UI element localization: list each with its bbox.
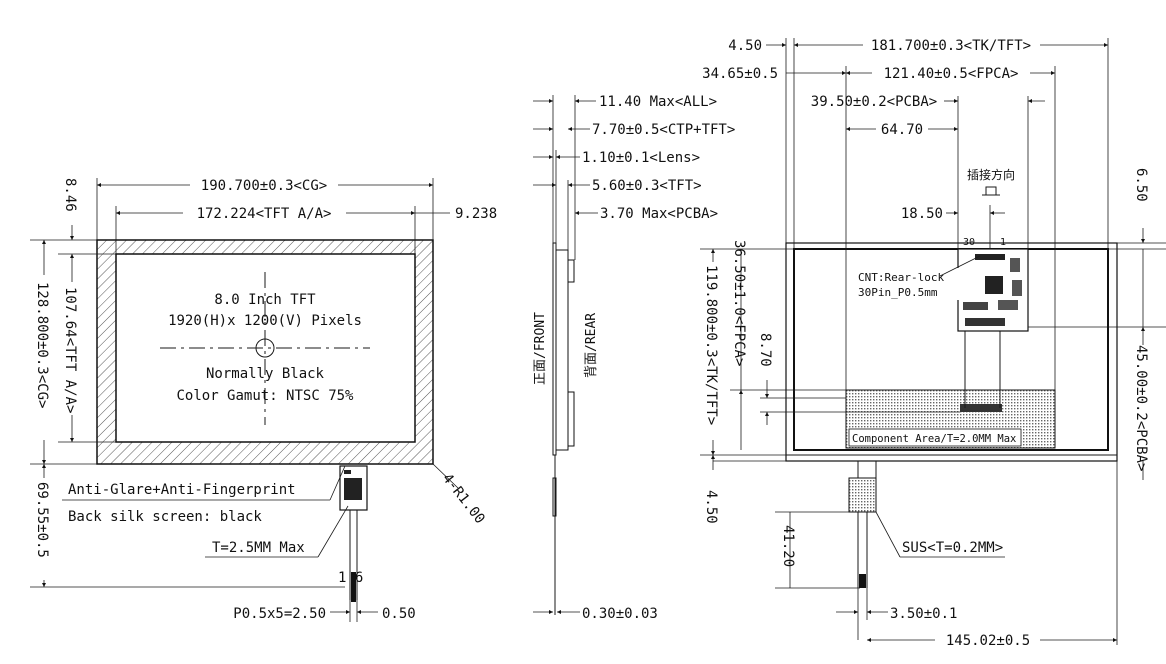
dim-fpc-width: 3.50±0.1: [890, 606, 957, 622]
cnt-line-2: 30Pin_P0.5mm: [858, 286, 938, 299]
sus-stiffener: [848, 477, 877, 513]
rear-view: Component Area/T=2.0MM Max 30 1 CNT:Rear…: [700, 38, 1166, 649]
side-view: 11.40 Max<ALL> 7.70±0.5<CTP+TFT> 1.10±0.…: [533, 94, 735, 622]
dim-ctp-tft: 7.70±0.5<CTP+TFT>: [592, 122, 735, 138]
title-line-1: 8.0 Inch TFT: [214, 292, 316, 308]
note-line-2: Color Gamut: NTSC 75%: [176, 388, 354, 404]
dim-pin-width: 0.50: [382, 606, 416, 622]
dim-pcba-top: 36.50±1.0<FPCA>: [731, 240, 747, 366]
component-area-label: Component Area/T=2.0MM Max: [852, 433, 1016, 445]
dim-top-small: 6.50: [1133, 168, 1149, 202]
rear-outline: [785, 242, 1118, 462]
dim-pcba-offset: 64.70: [881, 122, 923, 138]
dim-pcba-width: 39.50±0.2<PCBA>: [811, 94, 937, 110]
callout-silk: Back silk screen: black: [68, 509, 262, 525]
sus-label: SUS<T=0.2MM>: [902, 540, 1003, 556]
connector-direction: 插接方向: [967, 167, 1015, 182]
label-front: 正面/FRONT: [533, 312, 548, 385]
dim-tk-height: 119.800±0.3<TK/TFT>: [703, 265, 719, 425]
dim-fpc-length-rear: 41.20: [780, 525, 796, 567]
dim-fpca-width: 121.40±0.5<FPCA>: [884, 66, 1019, 82]
dim-all: 11.40 Max<ALL>: [599, 94, 717, 110]
dim-aa-width: 172.224<TFT A/A>: [197, 206, 332, 222]
dim-pcba-height: 45.00±0.2<PCBA>: [1133, 345, 1149, 471]
dim-connector-offset: 18.50: [901, 206, 943, 222]
side-tft: [555, 249, 569, 451]
front-view: 8.0 Inch TFT 1920(H)x 1200(V) Pixels Nor…: [30, 178, 497, 622]
dim-fpc-position: 145.02±0.5: [946, 633, 1030, 649]
callout-corner: 4-R1.00: [439, 471, 488, 527]
dim-cg-width: 190.700±0.3<CG>: [201, 178, 327, 194]
dim-offset-left: 4.50: [728, 38, 762, 54]
cnt-line-1: CNT:Rear-lock: [858, 271, 944, 284]
callout-antiglare: Anti-Glare+Anti-Fingerprint: [68, 482, 296, 498]
dim-connector-height: 8.70: [757, 333, 773, 367]
dim-right-offset: 9.238: [455, 206, 497, 222]
dim-lens: 1.10±0.1<Lens>: [582, 150, 700, 166]
dim-tft: 5.60±0.3<TFT>: [592, 178, 702, 194]
dim-pcba: 3.70 Max<PCBA>: [600, 206, 718, 222]
dim-cg-height: 128.800±0.3<CG>: [34, 282, 50, 408]
label-rear: 背面/REAR: [584, 313, 599, 378]
dim-aa-height: 107.64<TFT A/A>: [62, 287, 78, 413]
front-pin-label: 1 6: [338, 570, 363, 586]
pin-30: 30: [963, 237, 975, 248]
callout-thickness: T=2.5MM Max: [212, 540, 305, 556]
title-line-2: 1920(H)x 1200(V) Pixels: [168, 313, 362, 329]
rear-inner-frame: [793, 248, 1109, 451]
dim-tk-width: 181.700±0.3<TK/TFT>: [871, 38, 1031, 54]
pin-1: 1: [1000, 237, 1006, 248]
dim-fpca-offset: 34.65±0.5: [702, 66, 778, 82]
note-line-1: Normally Black: [206, 366, 325, 382]
dim-top-offset: 8.46: [62, 178, 78, 212]
dim-pitch: P0.5x5=2.50: [233, 606, 326, 622]
dim-fpc-thickness: 0.30±0.03: [582, 606, 658, 622]
dim-bottom-offset: 4.50: [703, 490, 719, 524]
dim-fpc-length-front: 69.55±0.5: [34, 482, 50, 558]
